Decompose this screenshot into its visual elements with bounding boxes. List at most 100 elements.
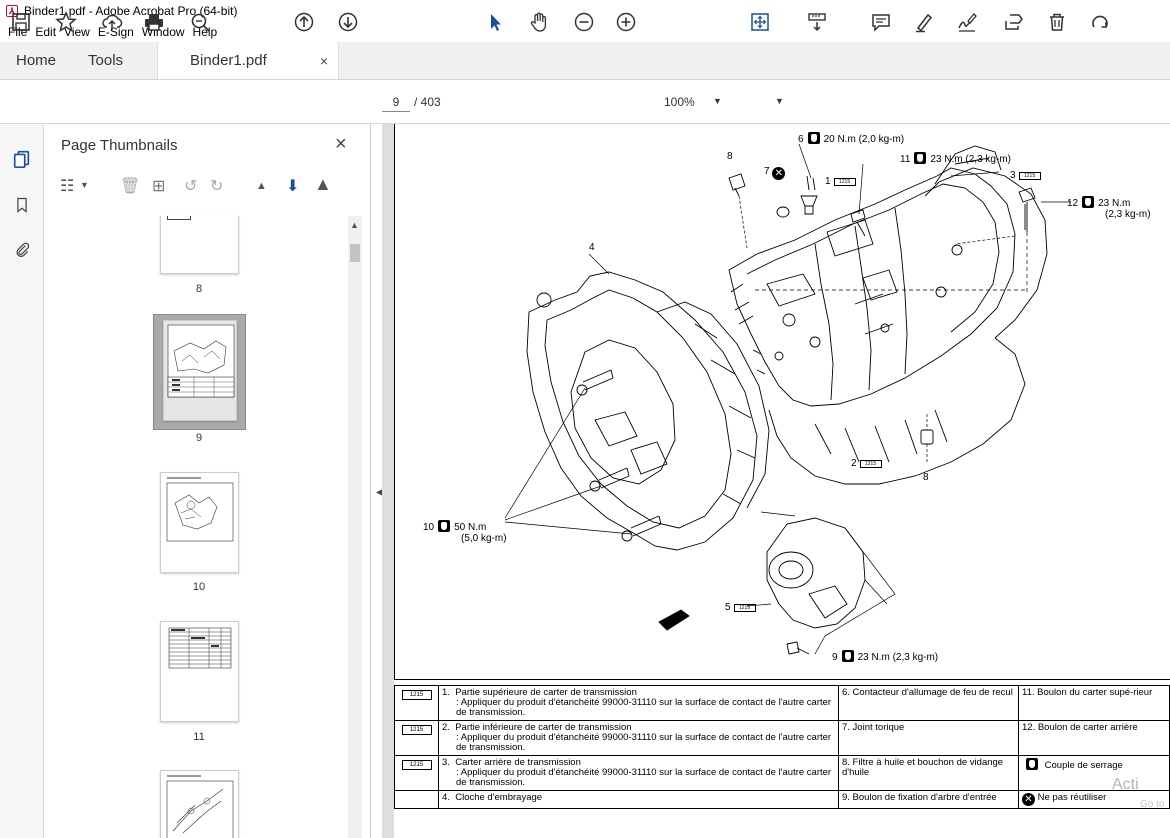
legend-item-3: 3. Carter arrière de transmission: Appli… (438, 755, 839, 791)
tab-document-label: Binder1.pdf (190, 52, 267, 69)
page-number-input[interactable] (382, 92, 410, 112)
insert-page-icon[interactable]: ⊞ (152, 178, 166, 195)
redo-rotate-icon[interactable] (1089, 8, 1111, 36)
thumbnail-options-icon[interactable]: ☷ (60, 178, 75, 195)
zoom-level-dropdown[interactable]: 100% (664, 95, 695, 109)
legend-item-12: 12. Boulon de carter arrière (1018, 720, 1170, 756)
callout-8-bottom: 8 (923, 472, 929, 483)
next-page-icon[interactable] (337, 8, 359, 36)
legend-item-4: 4. Cloche d'embrayage (438, 790, 839, 809)
torque-icon (438, 520, 451, 532)
thumbnail-label-11: 11 (193, 731, 205, 743)
sealant-icon: 1215 (394, 685, 439, 721)
thumbnail-toolbar: ☷ ▼ 🗑 ⊞ ↺ ↻ ▲ ⬇ ▲ (60, 174, 360, 200)
thumbnail-label-9: 9 (195, 432, 203, 444)
callout-4: 4 (589, 242, 595, 253)
legend-item-6: 6. Contacteur d'allumage de feu de recul (838, 685, 1019, 721)
thumbnail-label-10: 10 (192, 581, 206, 593)
print-icon[interactable] (143, 8, 165, 36)
page-total: / 403 (414, 95, 441, 109)
thumbnail-scrollbar[interactable]: ▲ (348, 216, 362, 838)
tab-tools[interactable]: Tools (88, 52, 124, 69)
scrollbar-handle[interactable] (350, 244, 360, 262)
select-cursor-icon[interactable] (485, 8, 507, 36)
comment-icon[interactable] (870, 8, 892, 36)
delete-trash-icon[interactable] (1046, 8, 1068, 36)
upload-cloud-icon[interactable] (101, 8, 123, 36)
tab-document[interactable]: Binder1.pdf × (157, 42, 340, 79)
menu-help[interactable]: Help (192, 25, 218, 39)
left-navigation-rail (0, 124, 44, 838)
window-title: Binder1.pdf - Adobe Acrobat Pro (64-bit) (24, 4, 238, 18)
tab-home[interactable]: Home (16, 52, 57, 69)
tab-bar: Home Tools Binder1.pdf × (0, 42, 1170, 80)
highlight-pen-icon[interactable] (913, 8, 935, 36)
legend-item-11: 11. Boulon du carter supé-rieur (1018, 685, 1170, 721)
options-chevron-down-icon[interactable]: ▼ (80, 180, 89, 190)
acrobat-app-icon: ⅄ (6, 5, 18, 17)
activate-windows-watermark-sub: Go to (1140, 799, 1165, 810)
sealant-icon: 1215 (394, 720, 439, 756)
sealant-icon: 1215 (859, 460, 882, 468)
callout-12-kgm: (2,3 kg-m) (1105, 209, 1151, 220)
page-thumbnail-11[interactable] (160, 621, 239, 722)
page-thumbnail-10[interactable] (160, 472, 239, 573)
sealant-icon: 1215 (1018, 172, 1041, 180)
chevron-down-icon[interactable]: ▼ (713, 96, 722, 106)
bookmark-star-icon[interactable] (55, 8, 77, 36)
callout-7: 7 ✕ (764, 166, 786, 180)
legend-item-1: 1. Partie supérieure de carter de transm… (438, 685, 839, 721)
attachments-paperclip-icon[interactable] (11, 238, 33, 260)
rotate-left-icon: ↺ (184, 178, 198, 195)
sealant-icon: 1215 (833, 178, 856, 186)
sealant-icon: 1215 (733, 604, 756, 612)
legend-item-8: 8. Filtre à huile et bouchon de vidange … (838, 755, 1019, 791)
legend-torque: Couple de serrage (1018, 755, 1170, 791)
thumbnail-slider-handle[interactable]: ⬇ (286, 178, 300, 195)
save-icon[interactable] (10, 8, 32, 36)
fit-page-icon[interactable] (749, 8, 771, 36)
page-thumbnail-8[interactable] (160, 216, 239, 274)
tab-close-icon[interactable]: × (319, 52, 329, 69)
rotate-right-icon: ↻ (210, 178, 224, 195)
scroll-up-chevron-icon[interactable]: ▲ (350, 220, 359, 230)
do-not-reuse-icon: ✕ (772, 167, 786, 180)
zoom-in-icon[interactable] (615, 8, 637, 36)
zoom-out-icon[interactable] (573, 8, 595, 36)
callout-8-top: 8 (727, 151, 733, 162)
activate-windows-watermark: Acti (1112, 776, 1139, 793)
legend-item-9: 9. Boulon de fixation d'arbre d'entrée (838, 790, 1019, 809)
page-thumbnail-9[interactable] (163, 320, 237, 421)
thumbnail-smaller-icon[interactable]: ▲ (256, 180, 267, 192)
bookmarks-icon[interactable] (11, 194, 33, 216)
page-thumbnails-icon[interactable] (11, 148, 33, 170)
collapse-panel-chevron-icon[interactable]: ◀ (376, 487, 384, 498)
panel-title: Page Thumbnails (61, 137, 178, 154)
sign-icon[interactable] (956, 8, 978, 36)
transmission-drawing (504, 143, 1071, 655)
share-export-icon[interactable] (1002, 8, 1024, 36)
menu-esign[interactable]: E-Sign (97, 25, 134, 39)
page-thumbnail-12[interactable] (160, 770, 239, 838)
torque-icon (841, 650, 854, 662)
thumbnail-larger-icon[interactable]: ▲ (314, 174, 332, 194)
panel-close-icon[interactable]: × (335, 133, 347, 155)
zoom-search-icon[interactable] (189, 8, 211, 36)
hand-tool-icon[interactable] (528, 8, 550, 36)
previous-page-icon[interactable] (293, 8, 315, 36)
fit-dropdown-chevron-icon[interactable]: ▼ (775, 96, 784, 106)
menu-edit[interactable]: Edit (35, 25, 57, 39)
legend-item-7: 7. Joint torique (838, 720, 1019, 756)
scroll-mode-icon[interactable] (806, 8, 828, 36)
